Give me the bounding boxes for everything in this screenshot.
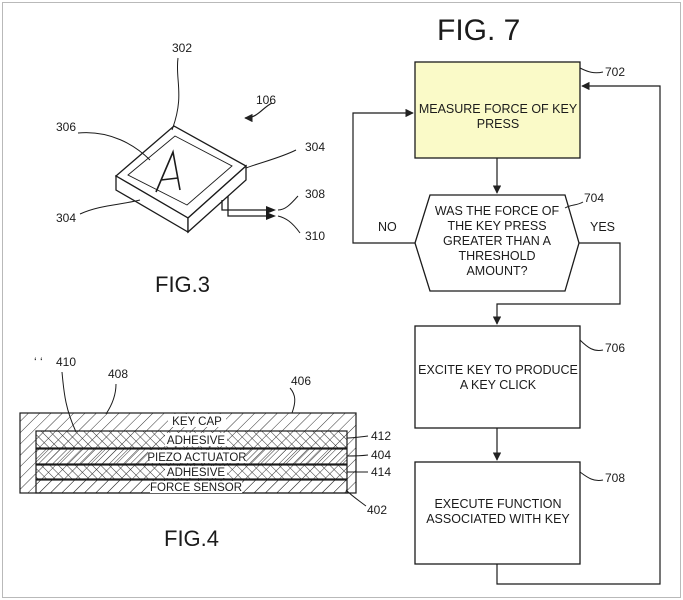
step-704-line-4: THRESHOLD: [458, 249, 535, 263]
layer-label-force-sensor: FORCE SENSOR: [150, 482, 242, 494]
step-702-line-2: PRESS: [477, 117, 519, 131]
step-706-excite-key-box: [414, 325, 581, 429]
layer-label-adhesive-bottom: ADHESIVE: [167, 467, 225, 479]
ref-304-right: 304: [305, 140, 325, 154]
layer-label-key-cap: KEY CAP: [172, 416, 222, 428]
ref-410: 410: [56, 355, 76, 369]
branch-yes-label: YES: [590, 220, 615, 234]
arrow-yes-to-706: [492, 242, 621, 325]
fig4-label-backgrounds: [148, 414, 246, 493]
lead-310-arrow: [266, 212, 276, 220]
fig4-leaders: [61, 371, 369, 507]
leader-702: [579, 67, 604, 74]
arrow-708-return-loop: [496, 81, 661, 585]
arrow-no-loop: [352, 108, 415, 244]
ref-708: 708: [605, 471, 625, 485]
lead-310-wire: [227, 196, 266, 217]
ref-306: 306: [56, 120, 76, 134]
branch-no-label: NO: [378, 220, 397, 234]
fig7-title: FIG. 7: [437, 14, 520, 47]
leader-304-right: [245, 149, 297, 169]
key-top-face: [114, 125, 248, 219]
leader-704: [564, 201, 584, 209]
leader-302: [171, 57, 180, 131]
step-702-measure-force-box: [414, 61, 581, 159]
leader-402: [345, 489, 367, 507]
step-704-line-3: GREATER THAN A: [443, 234, 552, 248]
fig7-connectors: [352, 81, 661, 585]
step-702-line-1: MEASURE FORCE OF KEY: [419, 102, 578, 116]
ref-412: 412: [371, 429, 391, 443]
fig3-key-drawing: [114, 125, 266, 234]
ref-310: 310: [305, 229, 325, 243]
key-right-side: [187, 164, 247, 234]
ref-704: 704: [584, 191, 604, 205]
ref-302: 302: [172, 41, 192, 55]
step-704-line-1: WAS THE FORCE OF: [435, 204, 560, 218]
leader-304-left: [79, 199, 141, 215]
lead-308-wire: [221, 200, 266, 211]
leader-412: [346, 435, 369, 439]
fig4-caption: FIG.4: [164, 526, 219, 551]
key-top-rim: [127, 135, 233, 206]
leader-310: [277, 215, 301, 234]
leader-306: [77, 132, 151, 161]
ref-404: 404: [371, 448, 391, 462]
ref-408: 408: [108, 367, 128, 381]
key-letter-A-strokes: [155, 149, 181, 193]
leader-408: [105, 383, 117, 415]
leader-404: [346, 454, 369, 457]
layer-label-piezo-actuator: PIEZO ACTUATOR: [147, 452, 246, 464]
ref-406: 406: [291, 374, 311, 388]
fig3-leaders: [77, 57, 301, 234]
leader-406: [289, 387, 296, 414]
lead-308-arrow: [266, 206, 276, 214]
step-708-line-1: EXECUTE FUNCTION: [434, 497, 561, 511]
step-704-line-2: THE KEY PRESS: [447, 219, 546, 233]
ref-304-left: 304: [56, 211, 76, 225]
step-706-line-2: A KEY CLICK: [460, 378, 537, 392]
fig3-caption: FIG.3: [155, 272, 210, 297]
ref-402: 402: [367, 503, 387, 517]
ref-706: 706: [605, 341, 625, 355]
fig7-leaders: [564, 67, 604, 481]
ref-702: 702: [605, 65, 625, 79]
ref-410-marks: ‘ ‘: [34, 355, 43, 369]
leader-410: [61, 371, 77, 433]
step-706-line-1: EXCITE KEY TO PRODUCE: [418, 363, 578, 377]
leader-308: [277, 195, 299, 211]
ref-308: 308: [305, 187, 325, 201]
step-704-line-5: AMOUNT?: [466, 264, 527, 278]
arrow-106: [244, 102, 273, 123]
leader-706: [579, 339, 604, 351]
layer-label-adhesive-top: ADHESIVE: [167, 435, 225, 447]
ref-414: 414: [371, 465, 391, 479]
step-708-line-2: ASSOCIATED WITH KEY: [426, 512, 570, 526]
leader-708: [579, 471, 604, 481]
ref-106: 106: [256, 93, 276, 107]
